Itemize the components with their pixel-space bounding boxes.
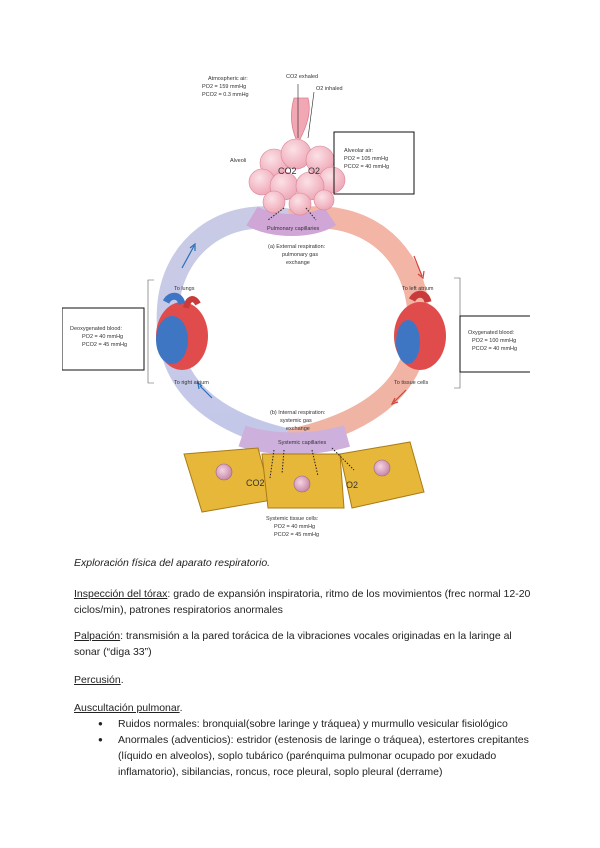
oxygenated-box — [459, 315, 530, 373]
alveolar-air-box — [333, 131, 415, 195]
external-respiration-sub: pulmonary gas — [282, 252, 318, 258]
atmospheric-air-label: Atmospheric air: — [208, 76, 248, 82]
alveoli-co2-label: CO2 — [278, 166, 297, 176]
heart-right-illustration — [394, 290, 446, 370]
tissue-cells — [183, 441, 425, 513]
alveoli-cluster — [248, 138, 346, 216]
oxygenated-pco2: PCO2 = 40 mmHg — [472, 346, 517, 352]
oxygenated-label: Oxygenated blood: — [468, 330, 515, 336]
trachea — [290, 97, 310, 144]
deoxygenated-label: Deoxygenated blood: — [70, 326, 122, 332]
percusion-text: . — [120, 674, 124, 686]
deoxygenated-pco2: PCO2 = 45 mmHg — [82, 342, 127, 348]
systemic-po2: PO2 = 40 mmHg — [274, 524, 315, 530]
tissue-o2-label: O2 — [346, 480, 358, 490]
external-respiration-sub2: exchange — [286, 260, 310, 266]
auscultacion-section: Auscultación pulmonar. Ruidos normales: … — [74, 700, 534, 780]
alveolar-air-label: Alveolar air: — [344, 148, 374, 154]
tissue-co2-label: CO2 — [246, 478, 265, 488]
palpacion-text: : transmisión a la pared torácica de la … — [74, 630, 512, 658]
o2-inhaled-label: O2 inhaled — [316, 86, 343, 92]
inspeccion-paragraph: Inspección del tórax: grado de expansión… — [74, 586, 534, 618]
to-tissue-cells-label: To tissue cells — [394, 380, 428, 386]
alveolar-pco2: PCO2 = 40 mmHg — [344, 164, 389, 170]
palpacion-heading: Palpación — [74, 630, 121, 642]
atmospheric-pco2: PCO2 = 0.3 mmHg — [202, 92, 249, 98]
oxygenated-po2: PO2 = 100 mmHg — [472, 338, 516, 344]
auscultacion-heading: Auscultación pulmonar — [74, 702, 180, 714]
external-respiration-label: (a) External respiration: — [268, 244, 326, 250]
alveoli-label: Alveoli — [230, 158, 246, 164]
systemic-pco2: PCO2 = 45 mmHg — [274, 532, 319, 538]
internal-respiration-sub2: exchange — [286, 426, 310, 432]
alveolar-po2: PO2 = 105 mmHg — [344, 156, 388, 162]
flow-arrow-icon — [390, 255, 425, 406]
systemic-capillaries-band — [238, 425, 351, 455]
alveoli-o2-label: O2 — [308, 166, 320, 176]
to-right-atrium-label: To right atrium — [174, 380, 209, 386]
internal-respiration-sub: systemic gas — [280, 418, 312, 424]
percusion-heading: Percusión — [74, 674, 121, 686]
figure-caption: Exploración física del aparato respirato… — [74, 557, 271, 569]
systemic-tissue-cells-label: Systemic tissue cells: — [266, 516, 319, 522]
internal-respiration-label: (b) Internal respiration: — [270, 410, 326, 416]
inspeccion-text: : grado de expansión inspiratoria, ritmo… — [74, 588, 531, 616]
percusion-paragraph: Percusión. — [74, 672, 534, 688]
to-lungs-label: To lungs — [174, 286, 195, 292]
systemic-capillaries-label: Systemic capillaries — [278, 440, 327, 446]
deoxygenated-po2: PO2 = 40 mmHg — [82, 334, 123, 340]
co2-exhaled-label: CO2 exhaled — [286, 74, 318, 80]
pulmonary-capillaries-label: Pulmonary capillaries — [267, 226, 320, 232]
list-item: Anormales (adventicios): estridor (esten… — [98, 732, 534, 780]
auscultacion-text: . — [179, 702, 183, 714]
respiration-diagram: CO2 O2 Atmospheric air: PO2 = 159 mmHg P… — [62, 68, 530, 538]
pulmonary-capillaries-band — [246, 206, 337, 236]
palpacion-paragraph: Palpación: transmisión a la pared toráci… — [74, 628, 534, 660]
flow-arrow-icon — [181, 242, 213, 399]
auscultacion-list: Ruidos normales: bronquial(sobre laringe… — [74, 716, 534, 780]
deoxygenated-box — [62, 307, 145, 371]
atmospheric-po2: PO2 = 159 mmHg — [202, 84, 246, 90]
to-left-atrium-label: To left atrium — [402, 286, 434, 292]
heart-left-illustration — [156, 292, 208, 370]
inspeccion-heading: Inspección del tórax — [74, 588, 168, 600]
list-item: Ruidos normales: bronquial(sobre laringe… — [98, 716, 534, 732]
